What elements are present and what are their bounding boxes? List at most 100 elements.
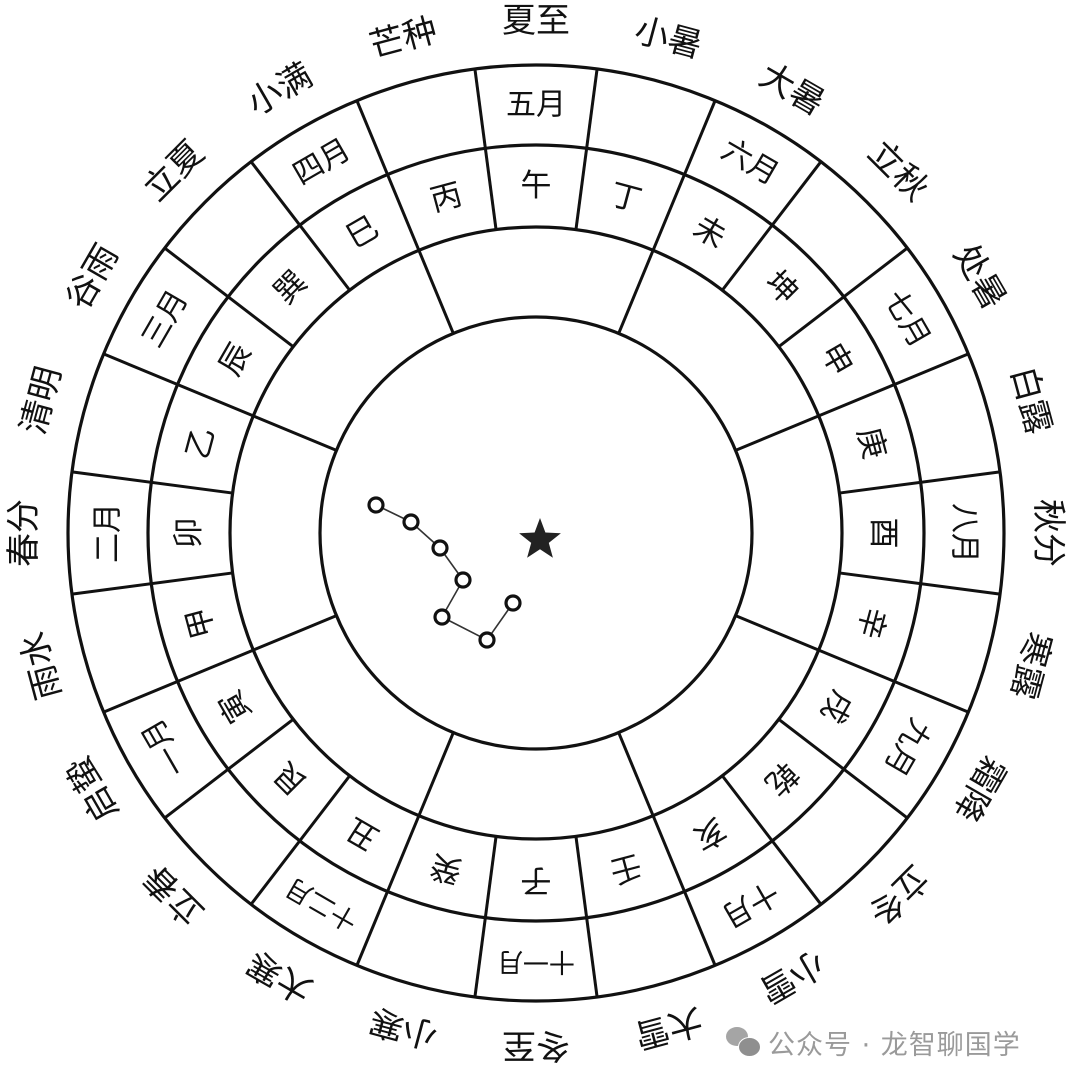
stem-branch-label: 癸 xyxy=(427,847,466,890)
watermark: 公众号 · 龙智聊国学 xyxy=(726,1022,1021,1062)
stem-branch-label: 丑 xyxy=(340,810,385,857)
stem-branch-label: 巳 xyxy=(340,209,385,256)
solar-term-label: 处暑 xyxy=(945,238,1014,317)
concentric-rings xyxy=(66,63,1006,1003)
divider-24 xyxy=(473,68,498,230)
divider-24 xyxy=(818,648,969,714)
ring-circle-3 xyxy=(318,315,754,751)
divider-24 xyxy=(777,246,909,348)
month-label: 十二月 xyxy=(281,871,364,936)
solar-term-label: 春分 xyxy=(4,499,44,567)
solar-term-label: 清明 xyxy=(13,362,69,438)
big-dipper-constellation xyxy=(367,496,522,649)
divider-24 xyxy=(651,815,717,966)
stem-branch-label: 乾 xyxy=(758,755,805,802)
solar-term-label: 冬至 xyxy=(502,1025,570,1065)
stem-branch-label: 寅 xyxy=(212,684,259,729)
pole-star-icon xyxy=(519,518,561,558)
divider-24 xyxy=(651,100,717,251)
divider-24 xyxy=(818,352,969,418)
month-label: 二月 xyxy=(91,503,126,563)
dipper-star-icon xyxy=(504,594,522,612)
month-label: 五月 xyxy=(506,88,566,123)
divider-24 xyxy=(71,470,233,495)
divider-8 xyxy=(734,614,820,652)
stem-branch-label: 坤 xyxy=(758,264,805,311)
solar-term-label: 小满 xyxy=(241,55,320,124)
stem-branch-label: 亥 xyxy=(687,810,732,857)
stem-branch-label: 巽 xyxy=(267,264,314,311)
divider-24 xyxy=(163,718,295,820)
dipper-star-icon xyxy=(433,608,451,626)
month-label: 六月 xyxy=(715,132,784,192)
divider-24 xyxy=(355,100,421,251)
solar-term-label: 小暑 xyxy=(630,10,706,66)
month-label: 十一月 xyxy=(497,946,575,976)
solar-term-label: 夏至 xyxy=(502,1,570,41)
divider-24 xyxy=(71,571,233,596)
divider-24 xyxy=(574,68,599,230)
solar-term-label: 启蛰 xyxy=(58,750,127,829)
ring-circle-0 xyxy=(66,63,1006,1003)
divider-24 xyxy=(249,160,351,292)
divider-24 xyxy=(777,718,909,820)
solar-term-label: 秋分 xyxy=(1028,499,1068,567)
stem-branch-label: 艮 xyxy=(267,755,314,802)
divider-24 xyxy=(355,815,421,966)
stem-branch-label: 子 xyxy=(521,862,552,898)
stem-branch-label: 甲 xyxy=(179,603,222,642)
solar-term-label: 大寒 xyxy=(241,942,320,1011)
stem-branch-label: 卯 xyxy=(171,518,207,549)
solar-term-label: 大雪 xyxy=(630,999,706,1055)
month-label: 十月 xyxy=(715,874,784,934)
stem-branch-label: 申 xyxy=(813,337,860,382)
divider-8 xyxy=(252,414,338,452)
divider-24 xyxy=(574,836,599,998)
divider-24 xyxy=(103,352,254,418)
stem-branch-label: 丙 xyxy=(427,176,466,219)
divider-24 xyxy=(721,774,823,906)
watermark-text: 公众号 · 龙智聊国学 xyxy=(768,1029,1021,1061)
month-label: 九月 xyxy=(877,712,937,781)
divider-24 xyxy=(163,246,295,348)
solar-term-label: 小寒 xyxy=(365,999,441,1055)
month-label: 一月 xyxy=(135,712,195,781)
solar-term-label: 白露 xyxy=(1002,362,1058,438)
divider-24 xyxy=(473,836,498,998)
divider-8 xyxy=(252,614,338,652)
divider-24 xyxy=(249,774,351,906)
month-label: 七月 xyxy=(877,284,937,353)
ring-circle-2 xyxy=(228,225,844,841)
stem-branch-label: 酉 xyxy=(865,518,901,549)
solar-term-label: 芒种 xyxy=(365,10,441,66)
stem-branch-label: 午 xyxy=(521,168,552,204)
stem-branch-label: 庚 xyxy=(850,424,893,463)
solar-term-label: 谷雨 xyxy=(58,238,127,317)
dipper-star-icon xyxy=(402,513,420,531)
solar-term-label: 立秋 xyxy=(860,133,936,209)
wechat-icon xyxy=(726,1027,761,1057)
stem-branch-label: 丁 xyxy=(606,176,645,219)
solar-term-label: 立夏 xyxy=(136,133,212,209)
divider-8 xyxy=(417,731,455,817)
stem-branch-label: 辛 xyxy=(850,603,893,642)
dipper-star-icon xyxy=(454,571,472,589)
solar-term-label: 大暑 xyxy=(753,55,832,124)
month-label: 八月 xyxy=(947,503,982,563)
divider-24 xyxy=(721,160,823,292)
divider-8 xyxy=(734,414,820,452)
month-label: 三月 xyxy=(135,284,195,353)
dipper-star-icon xyxy=(478,631,496,649)
divider-8 xyxy=(417,249,455,335)
divider-24 xyxy=(839,470,1001,495)
ring-circle-1 xyxy=(146,143,926,923)
solar-term-label: 雨水 xyxy=(13,627,69,703)
divider-24 xyxy=(839,571,1001,596)
stem-branch-label: 辰 xyxy=(212,337,259,382)
divider-8 xyxy=(617,249,655,335)
divider-24 xyxy=(103,648,254,714)
solar-term-label: 小雪 xyxy=(753,942,832,1011)
ring-dividers xyxy=(71,68,1001,998)
